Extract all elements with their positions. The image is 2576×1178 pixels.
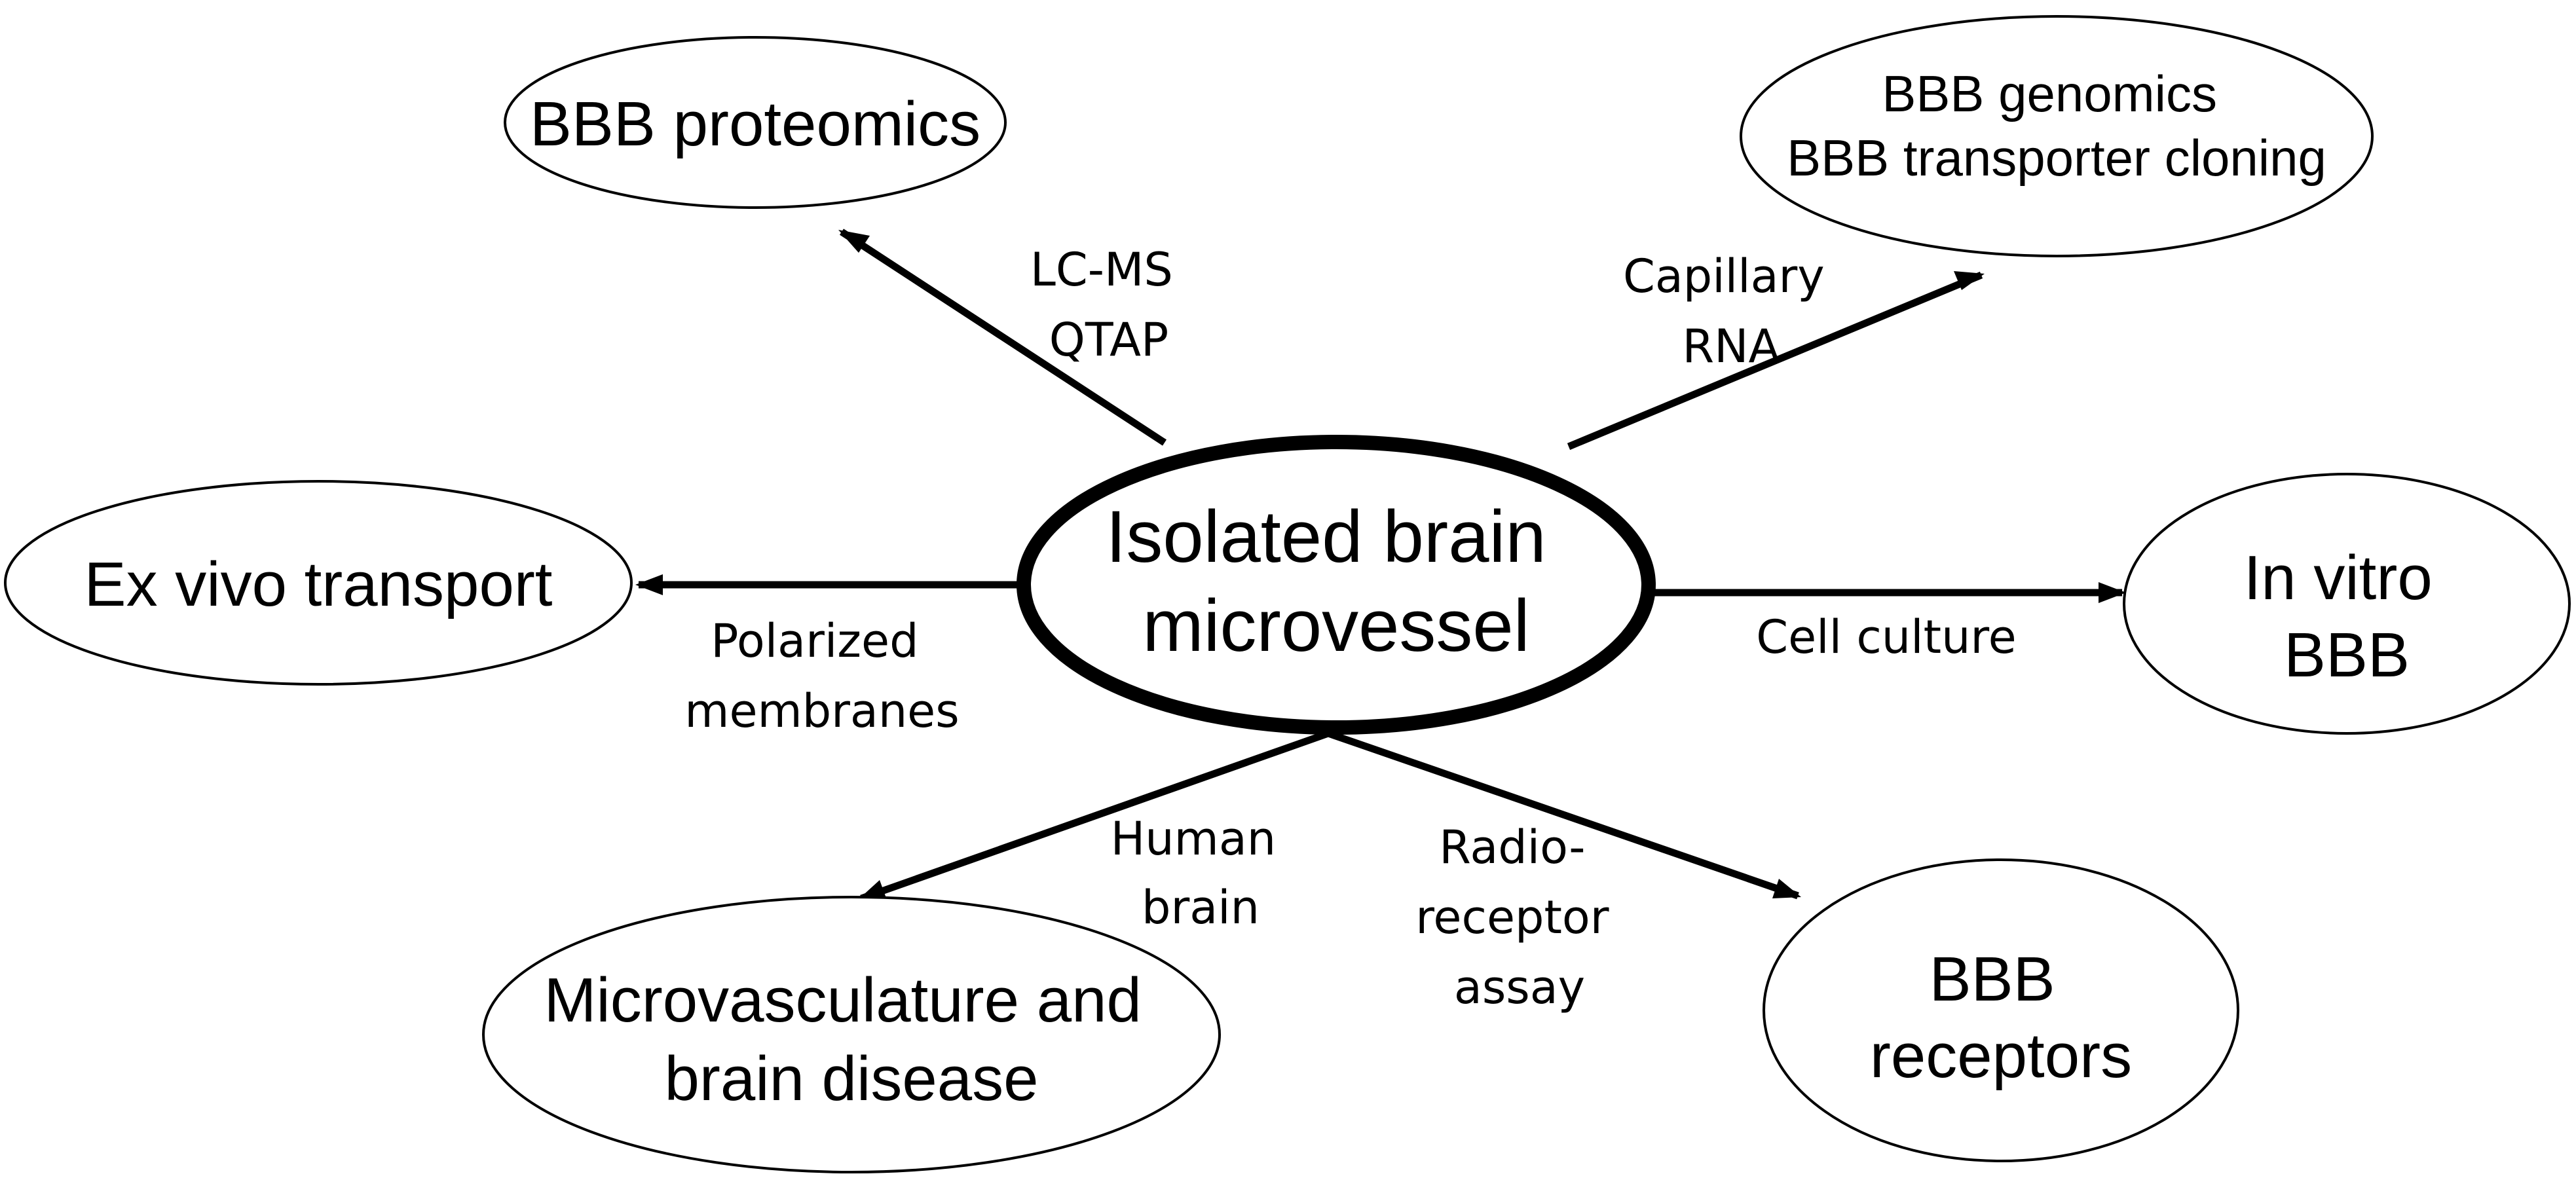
arrowhead-receptors xyxy=(1772,879,1801,898)
node-genomics: BBB genomics BBB transporter cloning xyxy=(1740,15,2374,257)
node-in-vitro: In vitro BBB xyxy=(2123,473,2571,735)
edge-label-disease-line-2: brain xyxy=(1142,881,1260,934)
node-receptors: BBB receptors xyxy=(1763,858,2239,1162)
edge-label-genomics-line-2: RNA xyxy=(1683,320,1780,373)
in-vitro-label: In vitro BBB xyxy=(2244,543,2450,690)
arrowheads xyxy=(635,230,2126,900)
edge-label-disease: Human brain xyxy=(1111,812,1291,934)
arrowhead-in-vitro xyxy=(2099,582,2126,603)
disease-ellipse xyxy=(482,896,1221,1173)
edge-label-receptors-line-3: assay xyxy=(1454,961,1585,1014)
in-vitro-line-2: BBB xyxy=(2284,620,2410,690)
edge-label-proteomics-line-1: LC-MS xyxy=(1030,243,1173,297)
genomics-line-1: BBB genomics xyxy=(1882,65,2217,122)
center-line-2: microvessel xyxy=(1142,585,1529,667)
node-ex-vivo: Ex vivo transport xyxy=(4,480,633,686)
genomics-line-2: BBB transporter cloning xyxy=(1787,129,2326,187)
edge-label-genomics-line-1: Capillary xyxy=(1623,249,1825,303)
node-proteomics: BBB proteomics xyxy=(504,36,1007,209)
edge-label-in-vitro: Cell culture xyxy=(1756,610,2017,664)
receptors-line-2: receptors xyxy=(1870,1021,2132,1091)
receptors-line-1: BBB xyxy=(1930,944,2055,1014)
arrowhead-genomics xyxy=(1954,271,1985,290)
edge-label-ex-vivo: Polarized membranes xyxy=(684,614,959,738)
receptors-ellipse xyxy=(1763,858,2239,1162)
center-label: Isolated brain microvessel xyxy=(1106,496,1567,667)
edge-label-receptors: Radio- receptor assay xyxy=(1415,820,1624,1014)
genomics-ellipse xyxy=(1740,15,2374,257)
edge-label-proteomics-line-2: QTAP xyxy=(1049,313,1169,367)
edge-label-receptors-line-1: Radio- xyxy=(1439,820,1585,874)
disease-line-1: Microvasculature and xyxy=(544,965,1141,1035)
edge-label-proteomics: LC-MS QTAP xyxy=(1030,243,1187,367)
edge-to-receptors xyxy=(1327,729,1799,900)
ex-vivo-ellipse xyxy=(4,480,633,686)
proteomics-label: BBB proteomics xyxy=(530,89,980,159)
edges xyxy=(639,229,2122,902)
in-vitro-line-1: In vitro xyxy=(2244,543,2433,613)
edge-to-genomics xyxy=(1567,271,1983,451)
edge-label-ex-vivo-line-1: Polarized xyxy=(711,614,918,668)
edge-label-receptors-line-2: receptor xyxy=(1415,891,1609,944)
edge-label-ex-vivo-line-2: membranes xyxy=(684,684,959,738)
node-center: Isolated brain microvessel xyxy=(1017,435,1656,735)
edge-label-in-vitro-line-1: Cell culture xyxy=(1756,610,2017,664)
proteomics-line-1: BBB proteomics xyxy=(530,89,980,159)
in-vitro-ellipse xyxy=(2123,473,2571,735)
center-line-1: Isolated brain xyxy=(1106,496,1546,578)
edge-label-disease-line-1: Human xyxy=(1111,812,1276,866)
ex-vivo-line-1: Ex vivo transport xyxy=(84,549,553,619)
genomics-label: BBB genomics BBB transporter cloning xyxy=(1787,65,2326,187)
proteomics-ellipse xyxy=(504,36,1007,209)
ex-vivo-label: Ex vivo transport xyxy=(84,549,553,619)
center-ellipse xyxy=(1017,435,1656,735)
edge-labels: LC-MS QTAP Capillary RNA Polarized membr… xyxy=(684,243,2016,1014)
edge-label-genomics: Capillary RNA xyxy=(1623,249,1839,373)
edge-to-proteomics xyxy=(839,229,1167,446)
node-disease: Microvasculature and brain disease xyxy=(482,896,1221,1173)
edge-to-disease xyxy=(860,729,1330,902)
disease-line-2: brain disease xyxy=(664,1044,1038,1114)
arrowhead-proteomics xyxy=(838,230,870,253)
receptors-label: BBB receptors xyxy=(1870,944,2132,1091)
arrowhead-ex-vivo xyxy=(635,574,663,595)
disease-label: Microvasculature and brain disease xyxy=(544,965,1159,1114)
arrowhead-disease xyxy=(858,880,887,900)
